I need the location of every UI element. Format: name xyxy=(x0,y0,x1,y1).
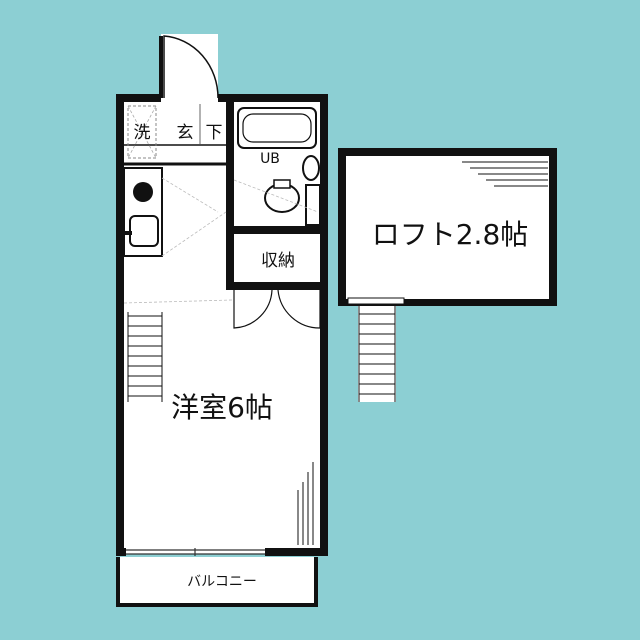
loft-ladder-main xyxy=(127,312,163,402)
wardrobe-lines xyxy=(297,462,314,545)
room-label-western-room: 洋室6帖 xyxy=(171,391,273,424)
room-label-loft: ロフト2.8帖 xyxy=(372,218,529,251)
main-unit-walls xyxy=(116,94,328,556)
unit-bath xyxy=(226,102,328,234)
kitchen-sink xyxy=(129,215,159,247)
balcony xyxy=(116,557,318,607)
room-label-unit-bath: UB xyxy=(260,151,280,167)
storage-closet xyxy=(226,232,328,329)
room-label-entrance: 玄 xyxy=(177,123,194,143)
kitchen xyxy=(123,167,233,304)
sink xyxy=(302,155,320,181)
entrance-area xyxy=(124,104,228,166)
loft xyxy=(338,148,557,306)
room-label-laundry: 洗 xyxy=(134,123,151,143)
loft-ladder xyxy=(358,306,396,402)
balcony-window xyxy=(126,548,265,556)
room-label-balcony: バルコニー xyxy=(187,574,257,590)
room-label-storage: 収納 xyxy=(261,251,295,271)
stove-burner xyxy=(133,182,153,202)
room-label-shoe-box: 下 xyxy=(206,123,223,143)
entrance-door xyxy=(159,34,219,99)
